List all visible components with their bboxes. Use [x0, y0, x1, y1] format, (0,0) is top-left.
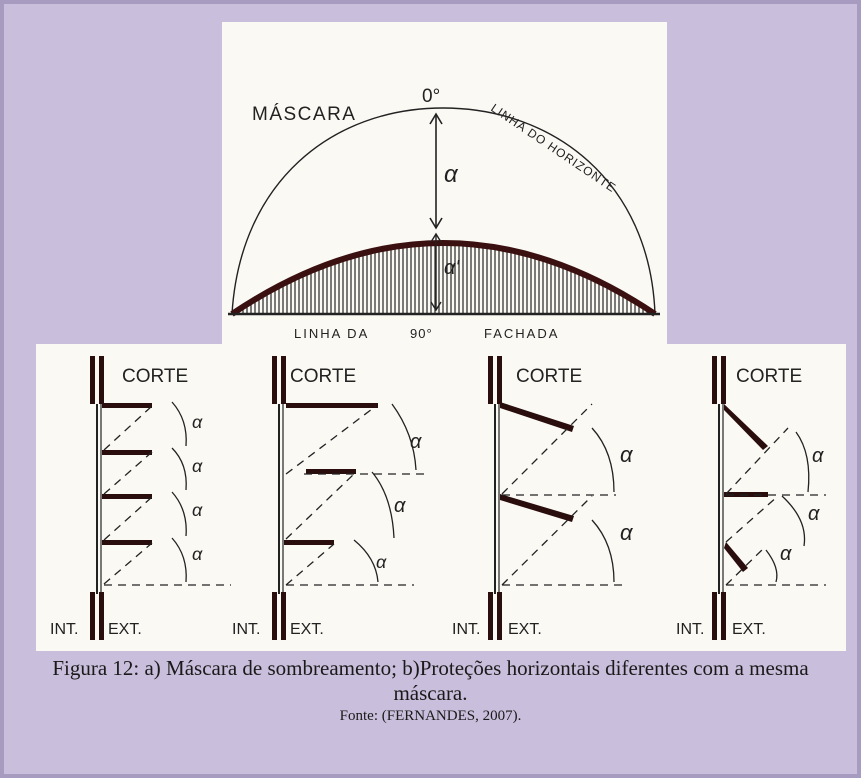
caption-text: Figura 12: a) Máscara de sombreamento; b…: [52, 656, 809, 705]
section-2-ext-label: EXT.: [290, 621, 324, 638]
shading-mask-panel: MÁSCARA 0° LINHA DO HORIZONTE α α' LINHA…: [222, 22, 667, 344]
bottom-left-label: LINHA DA: [294, 326, 369, 341]
shade-1: [102, 403, 152, 408]
section-1-alpha-c: α: [192, 500, 203, 520]
wall-top-left: [90, 356, 95, 404]
shade-3: [724, 542, 748, 572]
section-2: CORTE α α α INT. EXT.: [232, 356, 424, 640]
section-2-int-label: INT.: [232, 621, 260, 638]
ninety-degree-label: 90°: [410, 326, 433, 341]
section-4-int-label: INT.: [676, 621, 704, 638]
section-3-ext-label: EXT.: [508, 621, 542, 638]
sections-panel: CORTE α α α α INT. EXT.: [36, 344, 846, 651]
shade-4: [102, 540, 152, 545]
caption-source: Fonte: (FERNANDES, 2007).: [339, 708, 522, 724]
section-1-ext-label: EXT.: [108, 621, 142, 638]
section-1-alpha-b: α: [192, 456, 203, 476]
section-2-alpha-a: α: [410, 431, 422, 453]
shade-2: [102, 450, 152, 455]
section-4-ext-label: EXT.: [732, 621, 766, 638]
figure-caption: Figura 12: a) Máscara de sombreamento; b…: [0, 656, 861, 726]
wall-top-right: [99, 356, 104, 404]
section-4-alpha-c: α: [780, 543, 792, 565]
section-1-int-label: INT.: [50, 621, 78, 638]
section-3-alpha-b: α: [620, 520, 634, 545]
alpha-prime-label: α': [444, 257, 460, 279]
shade-3: [102, 494, 152, 499]
section-3-title: CORTE: [516, 366, 582, 387]
section-1-alpha-a: α: [192, 412, 203, 432]
section-1-alpha-d: α: [192, 544, 203, 564]
section-2-alpha-b: α: [394, 495, 406, 517]
section-3-int-label: INT.: [452, 621, 480, 638]
sections-drawing: CORTE α α α α INT. EXT.: [50, 356, 826, 640]
section-3: CORTE α α INT. EXT.: [452, 356, 634, 640]
shade-2: [500, 494, 574, 522]
wall-bottom-right: [99, 592, 104, 640]
horizon-arc: [231, 107, 656, 315]
horizon-label: LINHA DO HORIZONTE: [488, 101, 619, 195]
section-4-title: CORTE: [736, 366, 802, 387]
section-2-title: CORTE: [290, 366, 356, 387]
section-4-alpha-a: α: [812, 445, 824, 467]
zero-degree-label: 0°: [422, 86, 440, 107]
section-3-alpha-a: α: [620, 442, 634, 467]
section-4-alpha-b: α: [808, 503, 820, 525]
section-1-title: CORTE: [122, 366, 188, 387]
section-4: CORTE α α α INT. EXT.: [676, 356, 826, 640]
mask-boundary-curve: [230, 240, 657, 317]
shade-1: [286, 403, 378, 408]
mascara-label: MÁSCARA: [252, 104, 356, 125]
section-2-alpha-c: α: [376, 552, 387, 572]
wall-bottom-left: [90, 592, 95, 640]
alpha-label: α: [444, 161, 459, 188]
bottom-right-label: FACHADA: [484, 326, 559, 341]
shading-mask-drawing: MÁSCARA 0° LINHA DO HORIZONTE α α' LINHA…: [228, 86, 660, 341]
shade-1: [500, 402, 574, 432]
section-1: CORTE α α α α INT. EXT.: [50, 356, 231, 640]
shade-1: [724, 404, 768, 450]
shade-3: [284, 540, 334, 545]
shade-2: [306, 469, 356, 474]
